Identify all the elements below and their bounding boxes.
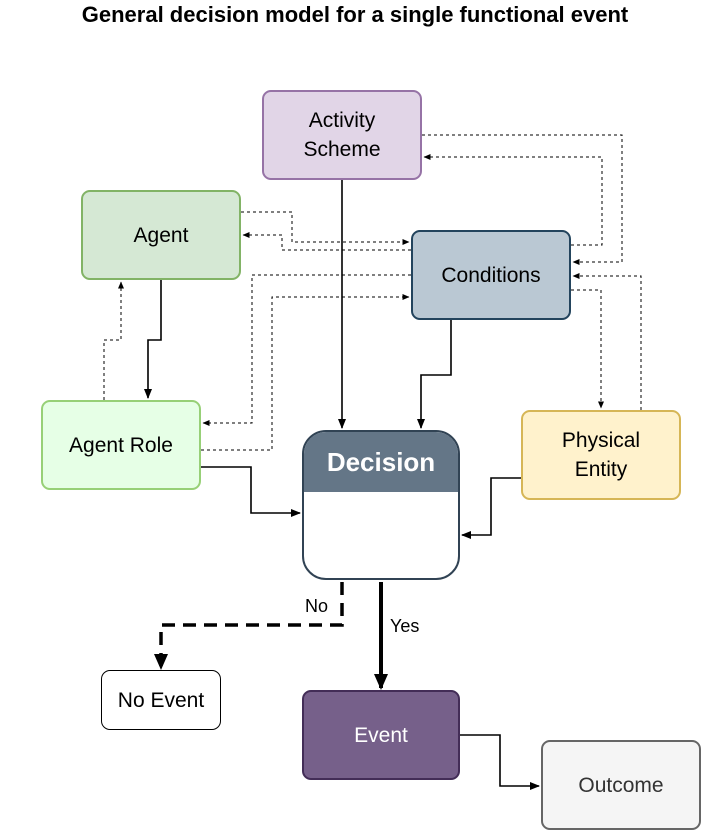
decision-node[interactable]: Decision: [302, 430, 460, 580]
edge-agentrole-decision: [201, 466, 301, 517]
edge-dotted-agentrole-agent: [103, 281, 124, 400]
edge-dotted-conditions-activity: [423, 154, 603, 246]
conditions-label: Conditions: [441, 263, 541, 287]
edge-agent-agentrole: [144, 280, 162, 399]
agent-role-node[interactable]: Agent Role: [41, 400, 201, 490]
edge-physical-decision: [461, 477, 521, 539]
edge-dotted-conditions-agentrole: [202, 274, 411, 426]
edge-decision-noevent-no: [154, 582, 344, 670]
activity-scheme-node[interactable]: Activity Scheme: [262, 90, 422, 180]
outcome-node[interactable]: Outcome: [541, 740, 701, 830]
agent-label: Agent: [133, 223, 189, 247]
edge-conditions-decision: [417, 320, 452, 429]
edge-label-no: No: [305, 596, 329, 616]
physical-entity-label: Physical Entity: [561, 429, 641, 481]
edge-dotted-agentrole-conditions: [201, 294, 410, 451]
agent-node[interactable]: Agent: [81, 190, 241, 280]
no-event-node[interactable]: No Event: [101, 670, 221, 730]
edge-dotted-conditions-agent: [242, 232, 411, 251]
event-node[interactable]: Event: [302, 690, 460, 780]
edge-label-yes: Yes: [390, 616, 420, 636]
event-label: Event: [354, 723, 408, 747]
decision-header: Decision: [304, 432, 458, 492]
physical-entity-node[interactable]: Physical Entity: [521, 410, 681, 500]
edge-dotted-agent-conditions: [241, 211, 410, 245]
conditions-node[interactable]: Conditions: [411, 230, 571, 320]
outcome-label: Outcome: [578, 773, 664, 797]
edge-event-outcome: [460, 734, 540, 790]
edge-dotted-physical-conditions: [572, 273, 642, 410]
agent-role-label: Agent Role: [69, 433, 173, 457]
activity-scheme-label: Activity Scheme: [303, 109, 381, 161]
edge-dotted-conditions-physical: [571, 289, 604, 409]
no-event-label: No Event: [117, 688, 205, 712]
diagram-title: General decision model for a single func…: [81, 2, 629, 27]
